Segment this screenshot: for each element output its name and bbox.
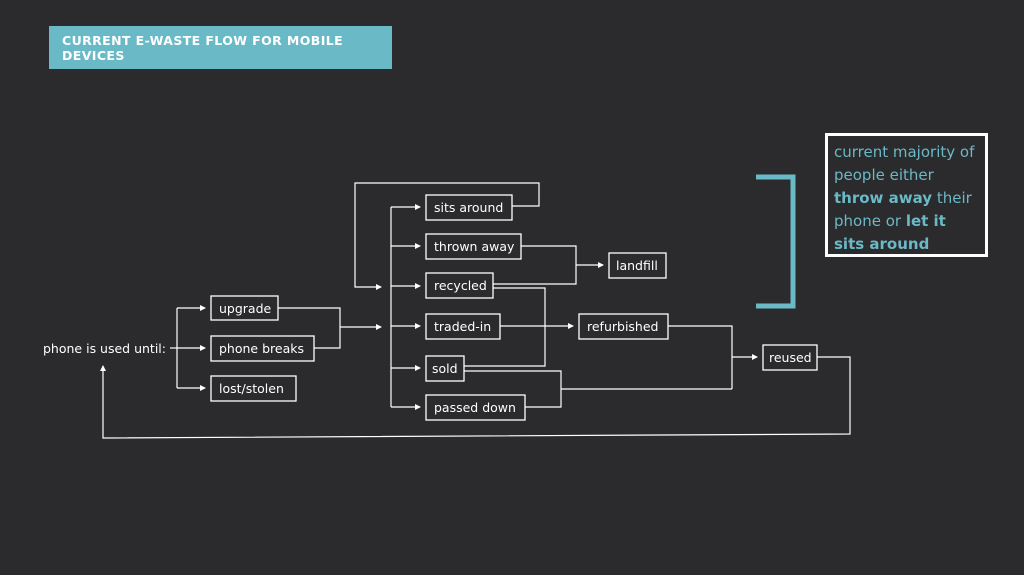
note-bold-1: throw away bbox=[834, 189, 933, 207]
edge-reused-loop bbox=[100, 356, 851, 439]
node-sits-around-label: sits around bbox=[434, 200, 503, 215]
note-text-2: their phone or bbox=[834, 189, 972, 230]
note-text-1: current majority of people either bbox=[834, 143, 975, 184]
highlight-bracket bbox=[756, 174, 796, 309]
node-phone-breaks-label: phone breaks bbox=[219, 341, 304, 356]
node-upgrade-label: upgrade bbox=[219, 301, 272, 316]
node-sits-around: sits around bbox=[425, 194, 513, 221]
node-recycled-label: recycled bbox=[434, 278, 487, 293]
note-bold-2: let it sits around bbox=[834, 212, 946, 253]
node-reused: reused bbox=[762, 344, 818, 371]
node-landfill: landfill bbox=[608, 252, 667, 279]
node-thrown-away-label: thrown away bbox=[434, 239, 515, 254]
node-thrown-away: thrown away bbox=[425, 233, 522, 260]
edges-start bbox=[170, 305, 206, 391]
node-recycled: recycled bbox=[425, 272, 494, 299]
node-passed-down-label: passed down bbox=[434, 400, 516, 415]
node-traded-in: traded-in bbox=[425, 313, 501, 340]
node-reused-label: reused bbox=[769, 350, 812, 365]
node-sold: sold bbox=[425, 355, 465, 382]
edges-reused bbox=[464, 325, 758, 408]
node-phone-breaks: phone breaks bbox=[210, 335, 315, 362]
note-box: current majority of people either throw … bbox=[825, 133, 988, 257]
node-lost-stolen: lost/stolen bbox=[210, 375, 297, 402]
start-label: phone is used until: bbox=[43, 341, 166, 356]
node-traded-in-label: traded-in bbox=[434, 319, 491, 334]
node-refurbished: refurbished bbox=[578, 313, 669, 340]
node-landfill-label: landfill bbox=[616, 258, 658, 273]
edges-landfill bbox=[493, 245, 604, 285]
node-passed-down: passed down bbox=[425, 394, 526, 421]
page-title: CURRENT E-WASTE FLOW FOR MOBILE DEVICES bbox=[49, 26, 392, 69]
edges-merge bbox=[278, 204, 421, 410]
node-refurbished-label: refurbished bbox=[587, 319, 658, 334]
edge-sits-around-loop bbox=[354, 182, 540, 290]
node-upgrade: upgrade bbox=[210, 295, 279, 321]
node-sold-label: sold bbox=[432, 361, 458, 376]
node-lost-stolen-label: lost/stolen bbox=[219, 381, 284, 396]
edges-refurbished bbox=[464, 287, 574, 367]
